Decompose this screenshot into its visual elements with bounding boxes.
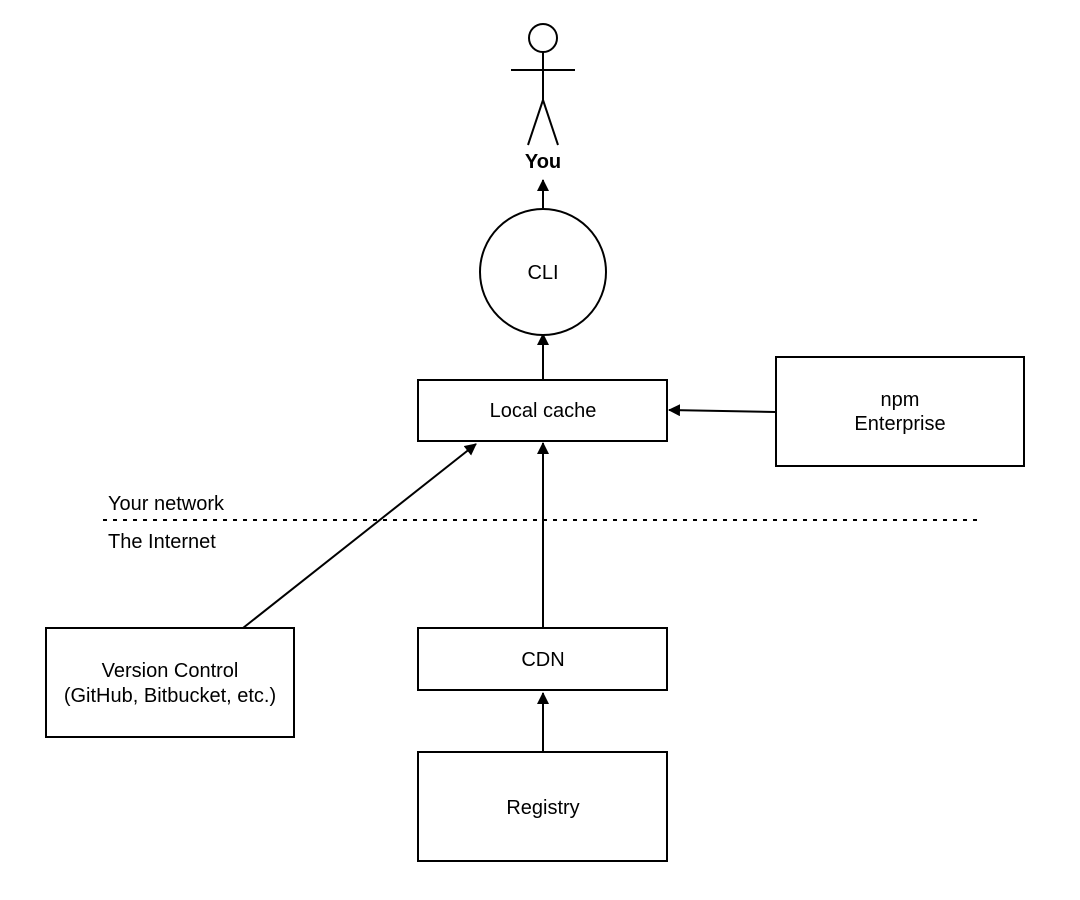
boundary-label-the-internet: The Internet: [108, 531, 216, 553]
actor-right-leg: [542, 99, 559, 146]
local-cache-label: Local cache: [490, 400, 597, 422]
edge-enterprise-to-cache: [668, 404, 776, 417]
boundary-label-your-network: Your network: [108, 493, 225, 515]
version-control-label-line-1: Version Control: [102, 660, 239, 682]
actor-head: [528, 23, 558, 53]
cdn-label: CDN: [521, 649, 564, 671]
actor-you: You: [511, 23, 575, 173]
actor-label: You: [525, 151, 561, 173]
cdn-box: [417, 627, 668, 691]
cli-label: CLI: [527, 262, 558, 284]
version-control-label-line-2: (GitHub, Bitbucket, etc.): [64, 685, 276, 707]
npm-enterprise-label-line-2: Enterprise: [854, 413, 945, 435]
node-npm-enterprise: npm Enterprise: [775, 356, 1025, 467]
local-cache-box: [417, 379, 668, 442]
registry-box: [417, 751, 668, 862]
cli-circle: [479, 208, 607, 336]
registry-label: Registry: [506, 797, 579, 819]
actor-left-leg: [527, 99, 544, 146]
node-version-control: Version Control (GitHub, Bitbucket, etc.…: [45, 627, 295, 738]
npm-enterprise-box: [775, 356, 1025, 467]
npm-enterprise-label-line-1: npm: [881, 389, 920, 411]
node-registry: Registry: [417, 751, 668, 862]
edge-vcs-to-cache: [242, 443, 477, 629]
node-cli: CLI: [479, 208, 607, 336]
node-cdn: CDN: [417, 627, 668, 691]
node-local-cache: Local cache: [417, 379, 668, 442]
version-control-box: [45, 627, 295, 738]
